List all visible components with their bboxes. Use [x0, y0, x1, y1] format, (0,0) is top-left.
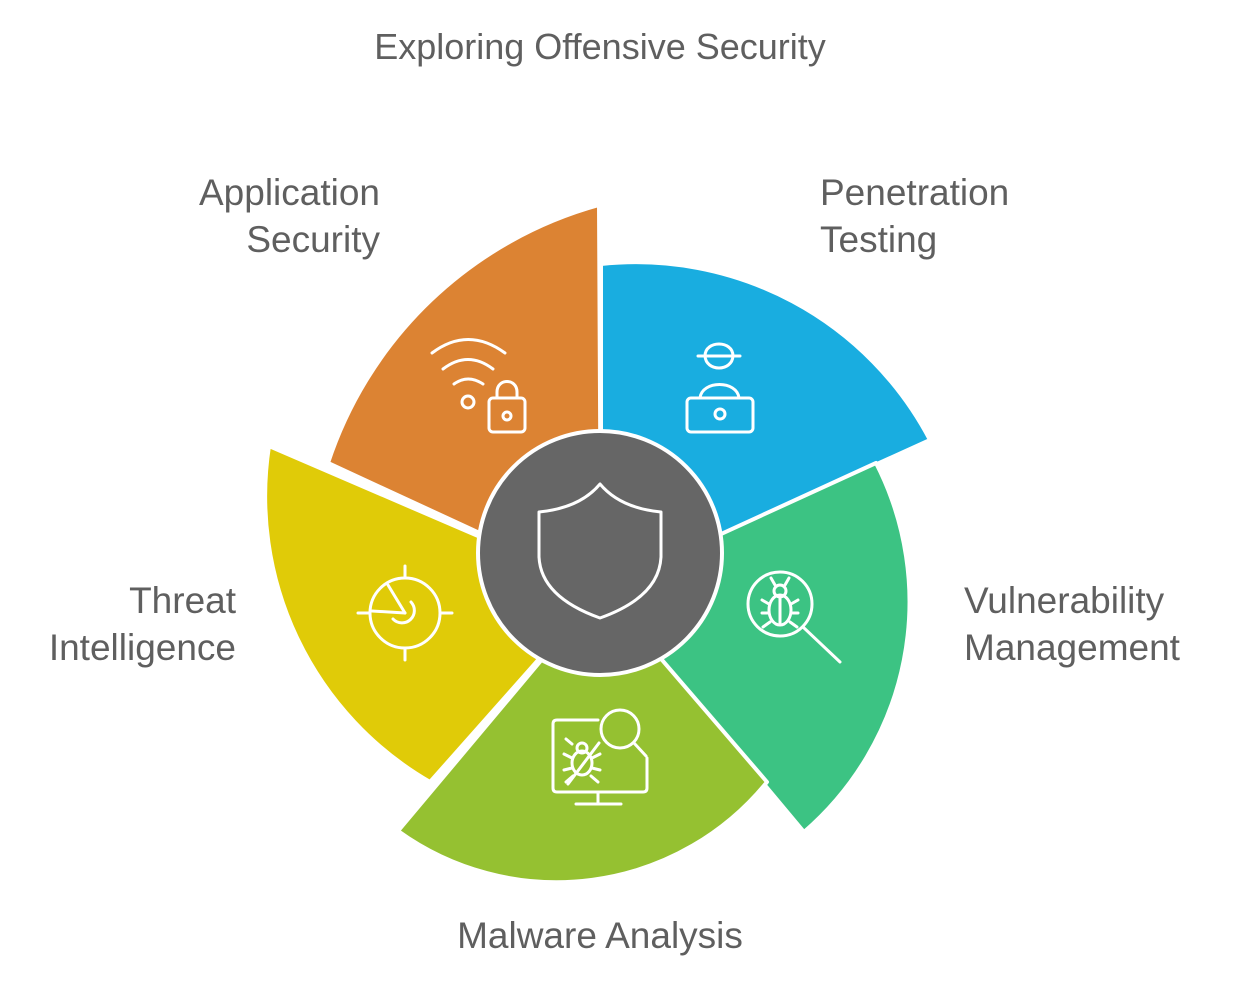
hacker-laptop-icon — [685, 342, 755, 434]
segment-threat-intelligence — [263, 444, 603, 784]
label-line: Intelligence — [48, 627, 236, 668]
label-line: Vulnerability — [964, 580, 1165, 621]
monitor-bug-search-icon — [551, 708, 649, 806]
center-hub — [476, 429, 724, 677]
label-line: Management — [964, 627, 1180, 668]
segment-malware-analysis — [396, 587, 769, 885]
center-circle — [476, 429, 724, 677]
wifi-lock-icon — [430, 338, 527, 434]
label-line: Application — [198, 172, 380, 213]
label-threat-intelligence: Threat Intelligence — [0, 577, 236, 671]
label-line: Testing — [820, 219, 938, 260]
segment-threat-intelligence-wedge — [263, 444, 603, 784]
label-line: Threat — [129, 580, 236, 621]
label-malware-analysis: Malware Analysis — [400, 912, 800, 959]
label-line: Malware Analysis — [457, 915, 743, 956]
radar-target-icon — [356, 564, 454, 662]
label-application-security: Application Security — [0, 169, 380, 263]
label-penetration-testing: Penetration Testing — [820, 169, 1009, 263]
label-line: Penetration — [820, 172, 1010, 213]
segment-malware-analysis-wedge — [396, 587, 769, 885]
label-line: Security — [246, 219, 380, 260]
label-vulnerability-management: Vulnerability Management — [964, 577, 1180, 671]
diagram-title: Exploring Offensive Security — [374, 26, 826, 67]
bug-search-icon — [746, 570, 842, 664]
shield-icon — [537, 482, 663, 620]
